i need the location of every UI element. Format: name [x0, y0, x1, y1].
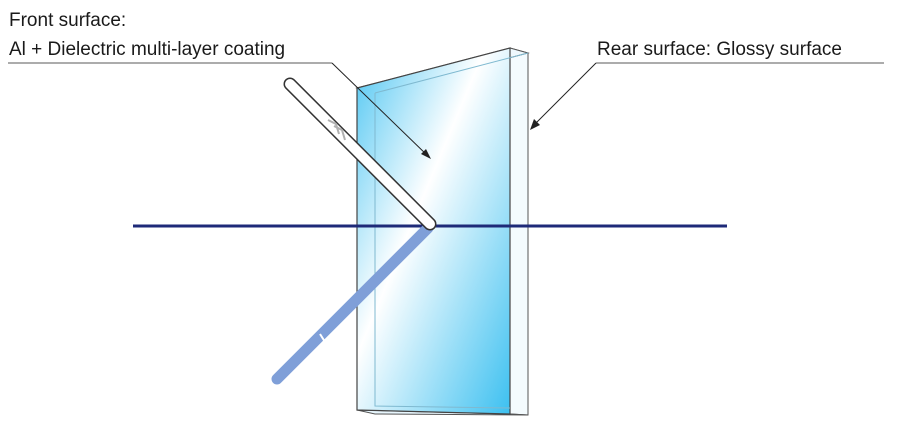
front-surface-leader: [331, 62, 430, 158]
glass-side-face: [509, 47, 529, 416]
glass-inner-top: [374, 52, 529, 94]
rear-surface-leader: [531, 62, 597, 128]
reflected-beam-arrow: [319, 333, 337, 347]
rear-surface-leader-arrowhead: [530, 119, 540, 130]
reflected-beam: [271, 222, 434, 385]
front-surface-coating-label: Al + Dielectric multi-layer coating: [9, 39, 286, 60]
rear-surface-label: Rear surface: Glossy surface: [597, 39, 842, 60]
incident-beam: [283, 77, 437, 231]
incident-beam-arrow: [327, 119, 340, 135]
front-surface-leader-arrowhead: [421, 149, 431, 159]
glass-inner-edge: [374, 93, 511, 409]
glass-front-face: [356, 47, 511, 415]
front-surface-label: Front surface:: [9, 10, 127, 31]
